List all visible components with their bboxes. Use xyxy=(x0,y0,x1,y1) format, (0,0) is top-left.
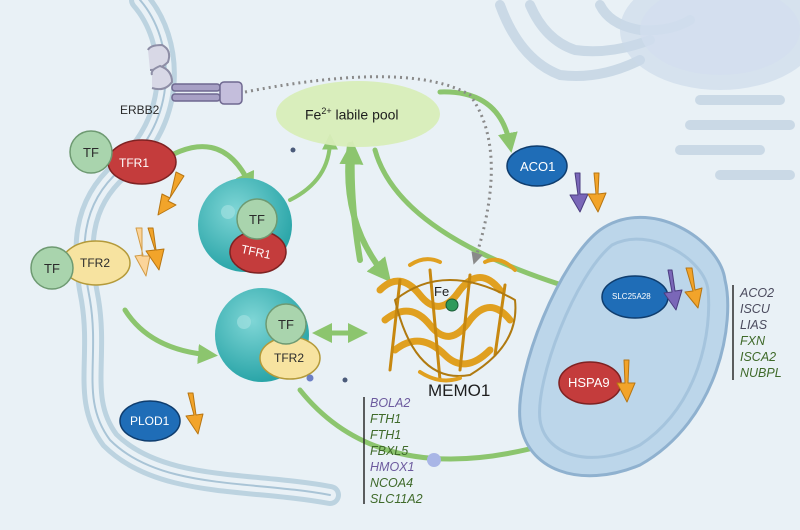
plod1-label: PLOD1 xyxy=(130,414,170,428)
gene-item: LIAS xyxy=(740,318,768,332)
tf-label-3: TF xyxy=(44,261,60,276)
tf-label-2: TF xyxy=(249,212,265,227)
gene-list-cytosol: BOLA2 FTH1 FTH1 FBXL5 HMOX1 NCOA4 SLC11A… xyxy=(370,395,423,507)
arrow-erbb2-to-memo1 xyxy=(244,75,493,265)
down-arrow-slc25a28-orange xyxy=(684,267,703,309)
plasma-membrane xyxy=(73,0,341,506)
iron-dots xyxy=(290,147,441,467)
gene-item: HMOX1 xyxy=(370,460,415,474)
labile-pool-label: Fe2+ labile pool xyxy=(305,106,399,123)
down-arrow-slc25a28-purple xyxy=(663,269,683,311)
fe-label: Fe xyxy=(434,284,450,299)
labile-pool-text: labile pool xyxy=(331,106,399,123)
slc25a28-label: SLC25A28 xyxy=(612,292,651,301)
arrow-pool-to-aco1 xyxy=(437,89,518,153)
gene-item: NUBPL xyxy=(740,366,782,380)
gene-item: BOLA2 xyxy=(370,396,411,410)
down-arrow-hspa9 xyxy=(616,359,636,403)
erbb2-label: ERBB2 xyxy=(120,103,160,117)
memo1-structure xyxy=(376,257,517,383)
aco1-protein xyxy=(506,145,568,187)
arrow-endosome-to-pool xyxy=(288,133,338,202)
labile-pool-ellipse xyxy=(276,81,440,147)
arrow-pool-to-mito xyxy=(372,147,603,302)
down-arrow-aco1-purple xyxy=(569,172,589,213)
gene-item: FTH1 xyxy=(370,412,402,426)
arrow-tfr2-to-endosome xyxy=(122,307,218,364)
tf-membrane-1 xyxy=(69,130,113,174)
labile-pool-fe: Fe xyxy=(305,106,322,123)
gene-item: SLC11A2 xyxy=(370,492,423,506)
gene-item: FXN xyxy=(740,334,765,348)
labile-pool-charge: 2+ xyxy=(321,106,332,116)
nucleus-organelle xyxy=(620,0,800,90)
aco1-label: ACO1 xyxy=(520,159,556,174)
tf-endosome-1 xyxy=(236,198,278,240)
gene-item: FBXL5 xyxy=(370,444,409,458)
tfr1-label-membrane: TFR1 xyxy=(119,156,149,170)
gene-item: ISCA2 xyxy=(740,350,777,364)
hspa9-label: HSPA9 xyxy=(568,375,610,390)
plod1-protein xyxy=(119,400,181,442)
down-arrow-aco1-orange xyxy=(587,172,607,213)
down-arrow-tfr2 xyxy=(145,227,165,271)
arrow-cytosol-to-mito xyxy=(297,387,553,462)
mitochondrion xyxy=(518,216,730,478)
tf-label-4: TF xyxy=(278,317,294,332)
tf-endosome-2 xyxy=(265,303,307,345)
gene-item: ISCU xyxy=(740,302,770,316)
gene-item: FTH1 xyxy=(370,428,402,442)
memo1-label: MEMO1 xyxy=(428,381,491,400)
down-arrows xyxy=(134,171,703,435)
erbb2-receptor xyxy=(147,43,243,105)
gene-item: NCOA4 xyxy=(370,476,414,490)
tfr2-label-endosome: TFR2 xyxy=(274,351,304,365)
tf-label-1: TF xyxy=(83,145,99,160)
pathway-arrows xyxy=(122,89,603,462)
gene-list-mito: ACO2 ISCU LIAS FXN ISCA2 NUBPL xyxy=(740,285,782,381)
tf-membrane-2 xyxy=(30,246,74,290)
down-arrow-plod1 xyxy=(185,392,204,435)
fe-atom-icon xyxy=(445,298,459,312)
down-arrow-tfr2-light xyxy=(134,227,151,277)
gene-item: ACO2 xyxy=(740,286,775,300)
down-arrow-tfr1 xyxy=(157,171,185,216)
tfr2-label-membrane: TFR2 xyxy=(80,256,110,270)
arrow-memo1-to-pool xyxy=(339,140,364,263)
